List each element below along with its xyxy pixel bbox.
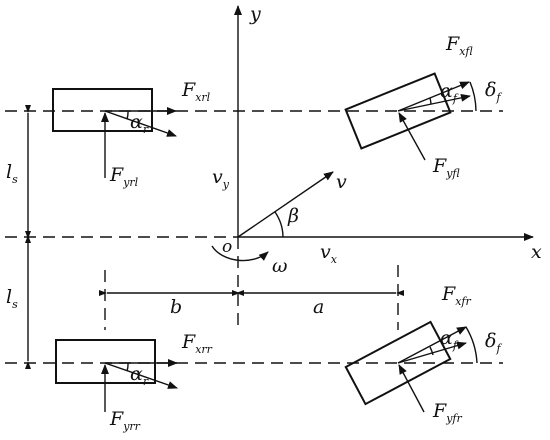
rear-left-wheel <box>52 88 153 132</box>
origin-label: o <box>222 237 232 257</box>
velocity-vector <box>237 171 334 238</box>
velocity-label: v <box>336 171 347 193</box>
front-right-alpha-label: αf <box>440 327 459 352</box>
front-left-delta-label: δf <box>485 79 502 104</box>
rear-right-velocity-arrow <box>104 362 178 389</box>
b-label: b <box>170 296 182 318</box>
front-left-alpha-label: αf <box>440 80 459 105</box>
vx-label: vx <box>320 241 338 266</box>
front-right-fy-arrow <box>398 364 425 413</box>
rear-right-fy-label: Fyrr <box>109 408 141 433</box>
beta-label: β <box>287 205 299 227</box>
rear-right-fx-label: Fxrr <box>181 331 213 356</box>
omega-label: ω <box>272 255 288 277</box>
x-axis-label: x <box>531 241 542 263</box>
rear-right-alpha-label: αr <box>130 363 149 388</box>
front-right-fx-label: Fxfr <box>441 283 471 308</box>
front-right-fy-label: Fyfr <box>432 400 462 425</box>
rear-left-slip-arc <box>126 110 129 120</box>
a-label: a <box>313 296 324 318</box>
rear-left-alpha-label: αr <box>130 111 149 136</box>
front-left-fx-arrow <box>397 81 470 112</box>
yaw-rate-arc <box>211 245 269 262</box>
y-axis-label: y <box>249 3 261 25</box>
front-left-fy-label: Fyfl <box>432 155 460 180</box>
front-right-fx-arrow <box>397 326 467 364</box>
front-right-slip-arc <box>429 346 434 356</box>
vy-label: vy <box>212 166 230 191</box>
front-right-delta-label: δf <box>485 330 502 355</box>
front-left-fx-label: Fxfl <box>445 33 473 58</box>
beta-angle-arc <box>274 211 284 238</box>
rear-left-velocity-arrow <box>104 110 177 137</box>
rear-left-fx-label: Fxrl <box>181 79 211 104</box>
front-left-fy-arrow <box>398 112 426 161</box>
front-left-steer-arc <box>469 81 477 112</box>
ls-upper-label: ls <box>6 161 18 186</box>
rear-left-fy-label: Fyrl <box>109 164 139 189</box>
front-right-steer-arc <box>465 326 478 364</box>
ls-lower-label: ls <box>6 286 18 311</box>
rear-right-slip-arc <box>126 362 129 372</box>
front-left-slip-arc <box>429 97 432 105</box>
front-left-velocity-arrow <box>397 93 471 112</box>
